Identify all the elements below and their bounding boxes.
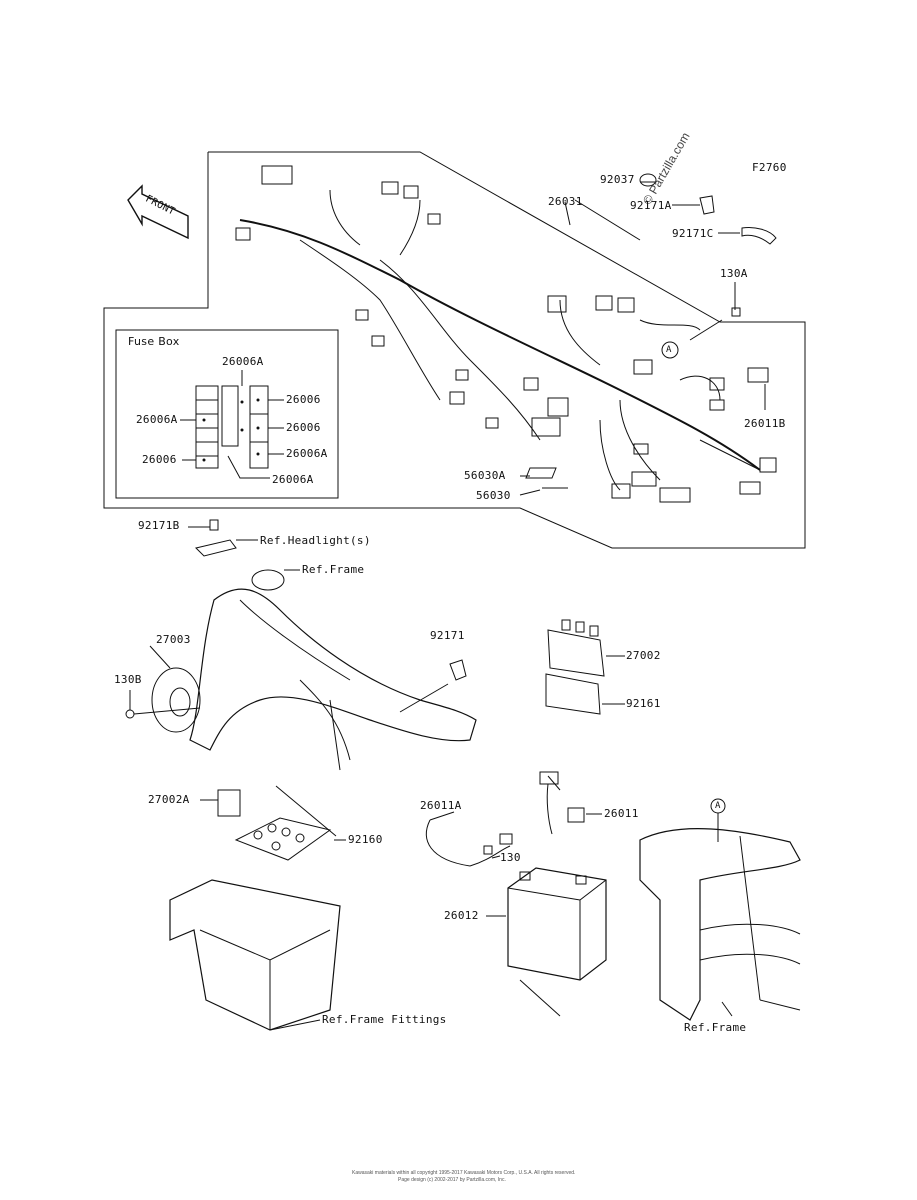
harness-outline	[103, 151, 806, 549]
part-26011[interactable]: 26011	[604, 807, 639, 820]
part-92161[interactable]: 92161	[626, 697, 661, 710]
front-arrow	[127, 184, 189, 240]
fuse-box-title: Fuse Box	[128, 335, 180, 348]
footer-copyright: Kawasaki materials within all copyright …	[352, 1170, 576, 1176]
callout-a: A	[666, 345, 672, 355]
part-92171[interactable]: 92171	[430, 629, 465, 642]
footer-design: Page design (c) 2002-2017 by Partzilla.c…	[398, 1177, 506, 1183]
part-92171c[interactable]: 92171C	[672, 227, 714, 240]
part-26031[interactable]: 26031	[548, 195, 583, 208]
part-130b[interactable]: 130B	[114, 673, 142, 686]
part-26006-r1[interactable]: 26006	[286, 393, 321, 406]
battery-pad-92160	[234, 817, 332, 861]
ref-frame-top[interactable]: Ref.Frame	[302, 563, 365, 576]
part-26012[interactable]: 26012	[444, 909, 479, 922]
frame-headstock	[251, 569, 285, 591]
part-26006-r2[interactable]: 26006	[286, 421, 321, 434]
part-27002[interactable]: 27002	[626, 649, 661, 662]
part-26006a-bot[interactable]: 26006A	[272, 473, 314, 486]
part-56030a[interactable]: 56030A	[464, 469, 506, 482]
part-27003[interactable]: 27003	[156, 633, 191, 646]
part-26011a[interactable]: 26011A	[420, 799, 462, 812]
ecu-27002	[547, 629, 605, 677]
part-92037[interactable]: 92037	[600, 173, 635, 186]
part-26011b[interactable]: 26011B	[744, 417, 786, 430]
battery-26012	[507, 867, 607, 981]
part-92160[interactable]: 92160	[348, 833, 383, 846]
part-130a[interactable]: 130A	[720, 267, 748, 280]
part-26006a-top[interactable]: 26006A	[222, 355, 264, 368]
ref-frame-bottom[interactable]: Ref.Frame	[684, 1021, 747, 1034]
fuse-box-frame	[115, 329, 339, 499]
part-26006a-left[interactable]: 26006A	[136, 413, 178, 426]
ref-headlight[interactable]: Ref.Headlight(s)	[260, 534, 371, 547]
ref-frame-fittings[interactable]: Ref.Frame Fittings	[322, 1013, 447, 1026]
callout-a-frame: A	[715, 801, 721, 811]
part-92171b[interactable]: 92171B	[138, 519, 180, 532]
callout-a-circle	[661, 341, 679, 359]
part-26006a-r3[interactable]: 26006A	[286, 447, 328, 460]
part-92171a[interactable]: 92171A	[630, 199, 672, 212]
figure-code: F2760	[752, 161, 787, 174]
part-26006-left[interactable]: 26006	[142, 453, 177, 466]
part-56030[interactable]: 56030	[476, 489, 511, 502]
frame-detail	[639, 828, 801, 1021]
battery-tray	[169, 879, 341, 1031]
part-130[interactable]: 130	[500, 851, 521, 864]
part-27002a[interactable]: 27002A	[148, 793, 190, 806]
